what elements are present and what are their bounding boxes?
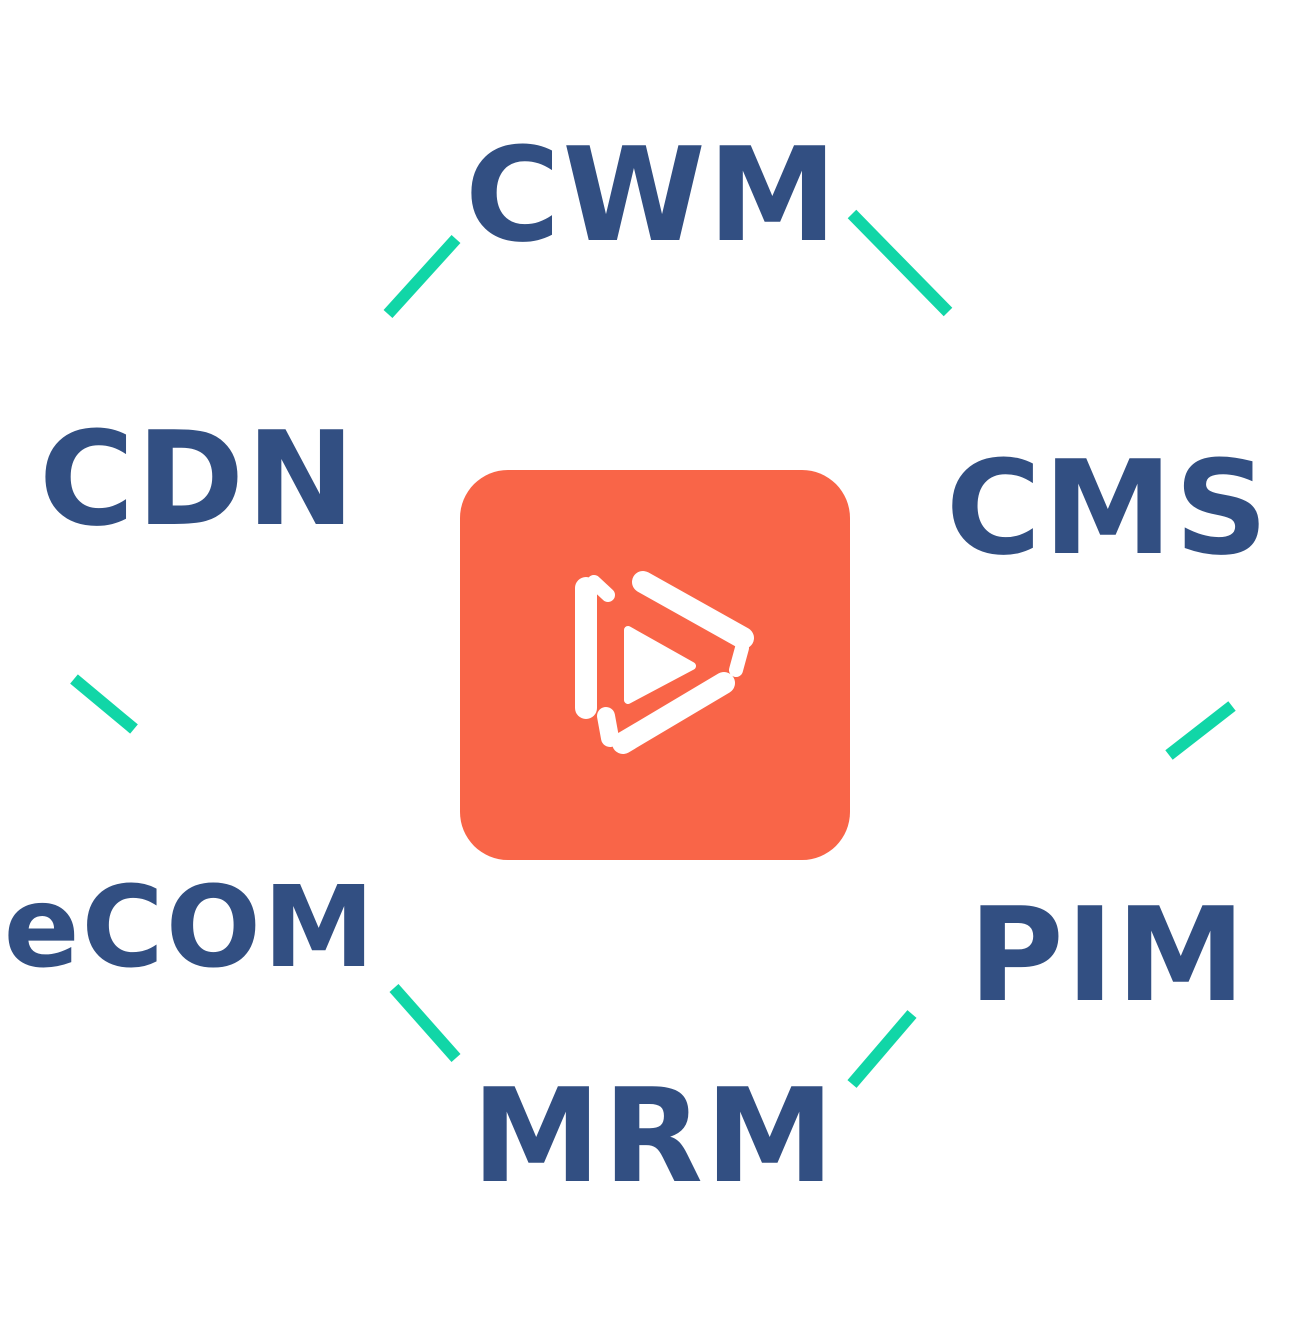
play-logo-icon — [575, 571, 754, 754]
node-pim: PIM — [968, 879, 1248, 1031]
connector-ecom-cdn — [70, 674, 138, 734]
node-cdn: CDN — [38, 403, 358, 555]
hub-logo-tile — [460, 470, 850, 860]
connector-pim-mrm — [847, 1010, 917, 1088]
node-cms: CMS — [945, 432, 1271, 584]
node-cwm: CWM — [464, 119, 840, 271]
connector-cms-pim — [1165, 701, 1236, 760]
node-ecom: eCOM — [3, 863, 377, 993]
connector-cwm-cms — [847, 209, 953, 317]
connector-cdn-cwm — [383, 234, 461, 319]
node-mrm: MRM — [471, 1060, 837, 1212]
connector-mrm-ecom — [389, 984, 461, 1062]
